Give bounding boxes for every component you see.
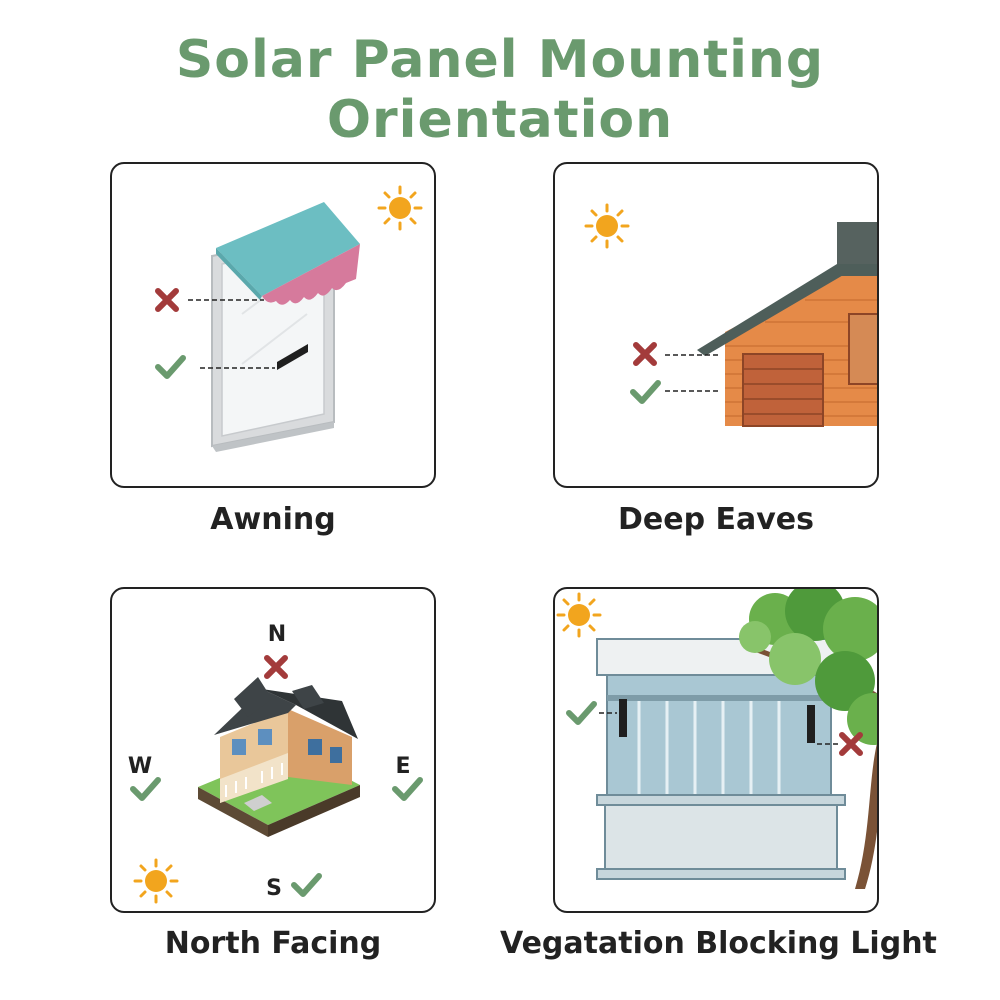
east-label: E: [395, 754, 410, 779]
page-title: Solar Panel Mounting Orientation: [175, 30, 825, 150]
deep-eaves-caption: Deep Eaves: [617, 502, 814, 537]
check-icon: [392, 777, 423, 801]
isometric-house-illustration: [198, 677, 360, 837]
cross-icon: [264, 655, 288, 679]
check-icon: [291, 873, 322, 897]
check-icon: [630, 380, 661, 404]
sun-icon: [556, 592, 602, 638]
solar-panel: [277, 344, 308, 370]
deep-eaves-panel: [553, 162, 879, 488]
solar-panel: [619, 699, 627, 737]
sun-icon: [133, 858, 179, 904]
solar-panel: [807, 705, 815, 743]
awning-panel: [110, 162, 436, 488]
south-label: S: [266, 876, 282, 901]
cross-icon: [155, 288, 179, 312]
cross-icon: [839, 732, 863, 756]
awning-caption: Awning: [210, 502, 336, 537]
sun-icon: [377, 185, 423, 231]
vegetation-caption: Vegatation Blocking Light: [500, 926, 937, 961]
check-icon: [566, 701, 597, 725]
check-icon: [155, 355, 186, 379]
check-icon: [130, 777, 161, 801]
house-illustration: [697, 222, 877, 427]
awning-illustration: [216, 202, 360, 305]
vegetation-panel: [553, 587, 879, 913]
sun-icon: [584, 203, 630, 249]
north-facing-panel: N W E S: [110, 587, 436, 913]
west-label: W: [128, 754, 152, 779]
cross-icon: [633, 342, 657, 366]
north-facing-caption: North Facing: [164, 926, 382, 961]
tree-illustration: [739, 589, 877, 889]
north-label: N: [268, 622, 286, 647]
